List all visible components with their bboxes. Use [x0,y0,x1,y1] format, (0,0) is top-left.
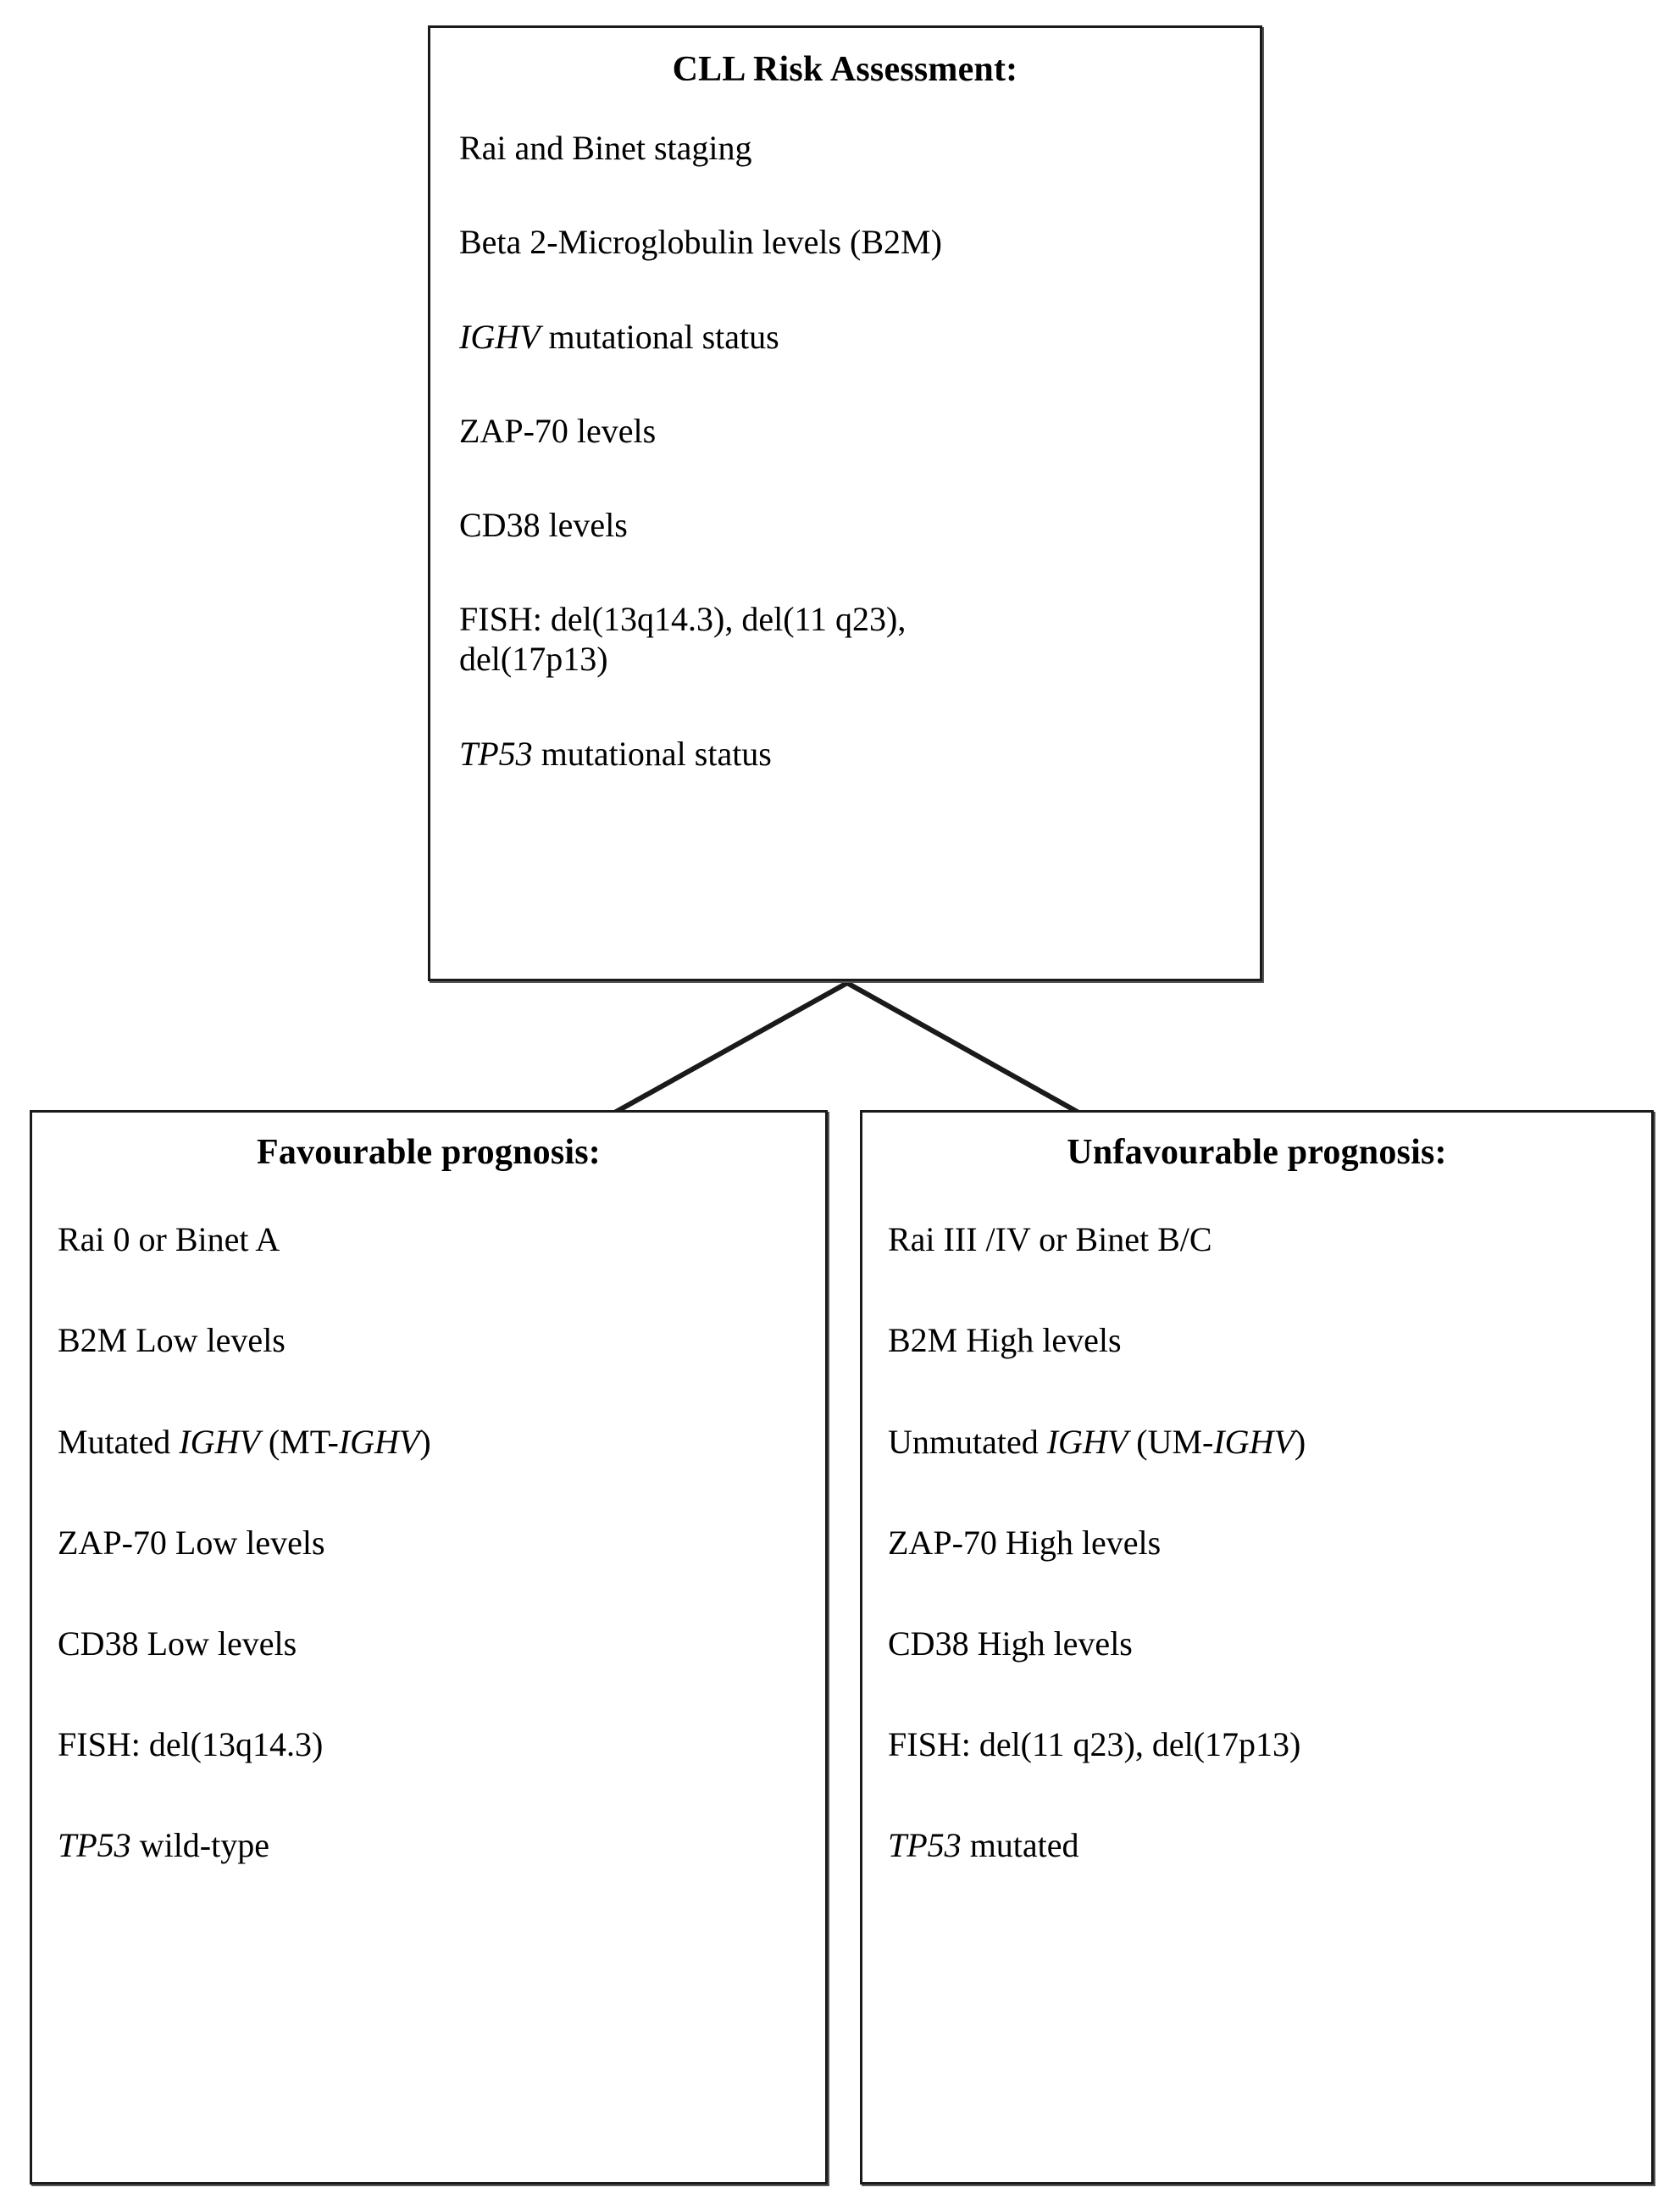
favourable-item-b2m: B2M Low levels [58,1321,286,1360]
risk-item-tp53: TP53 mutational status [459,734,772,773]
favourable-item-zap70: ZAP-70 Low levels [58,1523,325,1562]
favourable-item-tp53: TP53 wild-type [58,1826,269,1865]
favourable-prognosis-box: Favourable prognosis: Rai 0 or Binet A B… [30,1110,828,2185]
unfavourable-item-fish: FISH: del(11 q23), del(17p13) [888,1725,1301,1764]
unfavourable-prognosis-box: Unfavourable prognosis: Rai III /IV or B… [860,1110,1654,2185]
favourable-item-ighv: Mutated IGHV (MT-IGHV) [58,1422,431,1461]
unfavourable-item-list: Rai III /IV or Binet B/C B2M High levels… [862,1219,1651,1865]
unfavourable-item-staging: Rai III /IV or Binet B/C [888,1220,1212,1259]
unfavourable-item-b2m: B2M High levels [888,1321,1122,1360]
risk-item-ighv: IGHV mutational status [459,317,779,356]
favourable-item-staging: Rai 0 or Binet A [58,1220,280,1259]
favourable-item-cd38: CD38 Low levels [58,1624,297,1663]
favourable-item-list: Rai 0 or Binet A B2M Low levels Mutated … [32,1219,825,1865]
risk-item-b2m: Beta 2-Microglobulin levels (B2M) [459,223,942,262]
unfavourable-item-ighv: Unmutated IGHV (UM-IGHV) [888,1422,1306,1461]
risk-item-zap70: ZAP-70 levels [459,411,657,450]
risk-item-staging: Rai and Binet staging [459,129,752,168]
unfavourable-prognosis-title: Unfavourable prognosis: [1067,1133,1447,1172]
risk-assessment-box: CLL Risk Assessment: Rai and Binet stagi… [428,25,1262,981]
unfavourable-item-tp53: TP53 mutated [888,1826,1079,1865]
risk-item-fish: FISH: del(13q14.3), del(11 q23), del(17p… [459,600,907,679]
favourable-item-fish: FISH: del(13q14.3) [58,1725,324,1764]
unfavourable-item-cd38: CD38 High levels [888,1624,1133,1663]
risk-assessment-item-list: Rai and Binet staging Beta 2-Microglobul… [430,128,1260,774]
risk-assessment-title: CLL Risk Assessment: [672,50,1018,89]
risk-item-cd38: CD38 levels [459,505,628,544]
unfavourable-item-zap70: ZAP-70 High levels [888,1523,1162,1562]
favourable-prognosis-title: Favourable prognosis: [257,1133,601,1172]
